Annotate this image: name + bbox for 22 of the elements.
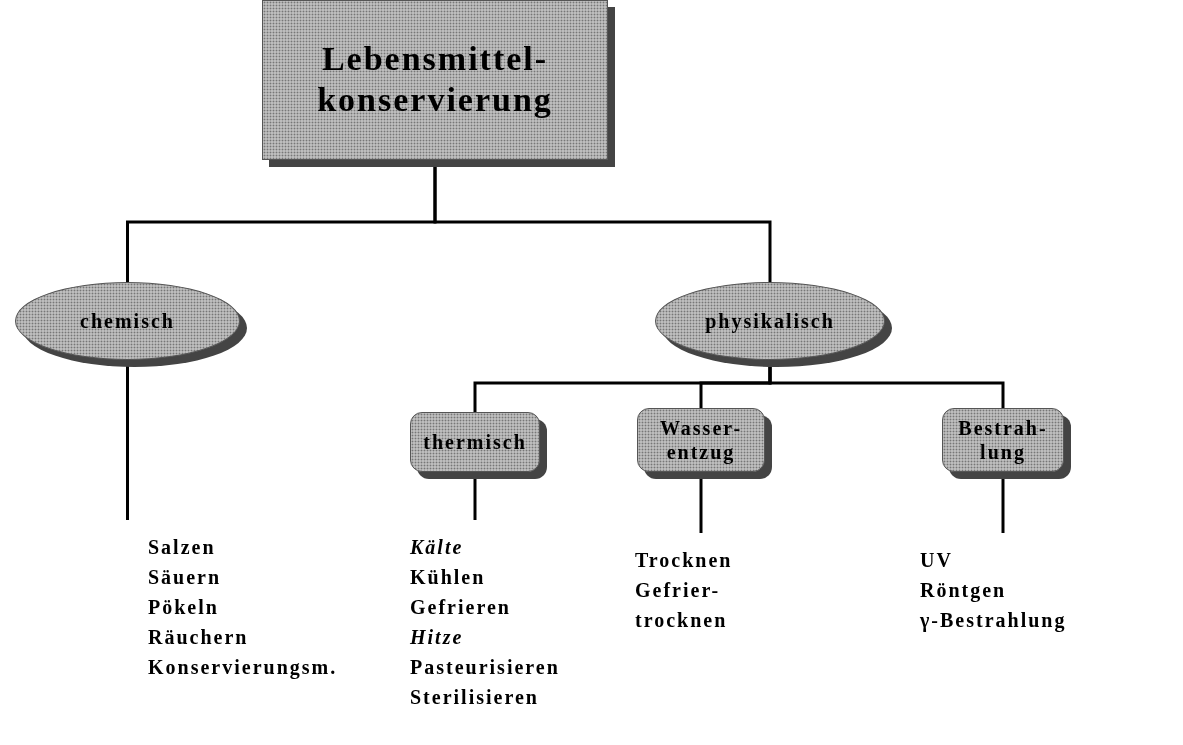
list-item: Pökeln bbox=[148, 595, 219, 620]
list-item: Räuchern bbox=[148, 625, 249, 650]
list-item: UV bbox=[920, 548, 953, 573]
list-item: Säuern bbox=[148, 565, 222, 590]
list-item: Hitze bbox=[410, 625, 464, 650]
list-item: γ-Bestrahlung bbox=[920, 608, 1067, 634]
list-item: Trocknen bbox=[635, 548, 733, 573]
node-label: chemisch bbox=[80, 309, 175, 333]
list-item: Konservierungsm. bbox=[148, 655, 338, 681]
node-label: Bestrah- lung bbox=[957, 416, 1049, 464]
list-item: Salzen bbox=[148, 535, 216, 560]
list-item: Sterilisieren bbox=[410, 685, 539, 710]
list-item: Gefrier- trocknen bbox=[635, 578, 729, 633]
node-label: thermisch bbox=[423, 430, 527, 454]
list-item: Pasteurisieren bbox=[410, 655, 560, 680]
node-label: physikalisch bbox=[705, 309, 835, 333]
list-item: Gefrieren bbox=[410, 595, 511, 620]
list-item: Kühlen bbox=[410, 565, 486, 590]
node-label: Wasser- entzug bbox=[658, 416, 744, 464]
list-item: Kälte bbox=[410, 535, 464, 560]
list-item: Röntgen bbox=[920, 578, 1007, 604]
node-label: Lebensmittel- konservierung bbox=[316, 39, 554, 120]
